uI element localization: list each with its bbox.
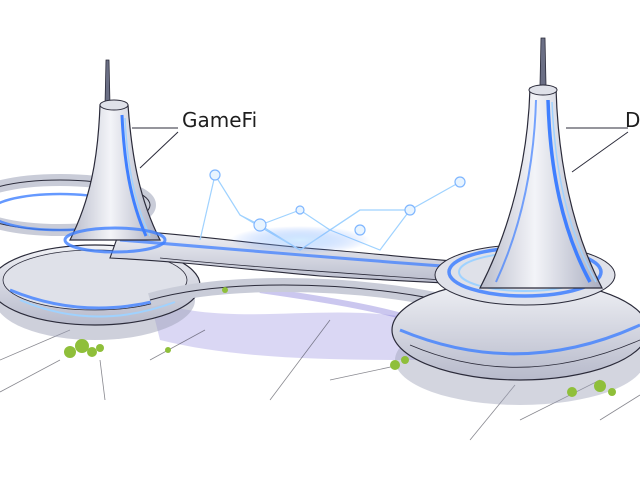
right-tower (479, 37, 603, 289)
network-node (454, 176, 466, 188)
network-graph (199, 169, 466, 254)
greenery (64, 287, 616, 397)
network-node (295, 205, 305, 215)
left-tower-label: GameFi (182, 108, 257, 132)
network-node (209, 169, 221, 181)
right-platform (391, 244, 640, 405)
callout-leaders (132, 127, 629, 173)
right-tower-label: D (625, 108, 640, 132)
left-platform (0, 174, 201, 340)
sketch-guide-lines (0, 319, 640, 441)
network-node (404, 204, 416, 216)
left-tower (63, 59, 167, 254)
